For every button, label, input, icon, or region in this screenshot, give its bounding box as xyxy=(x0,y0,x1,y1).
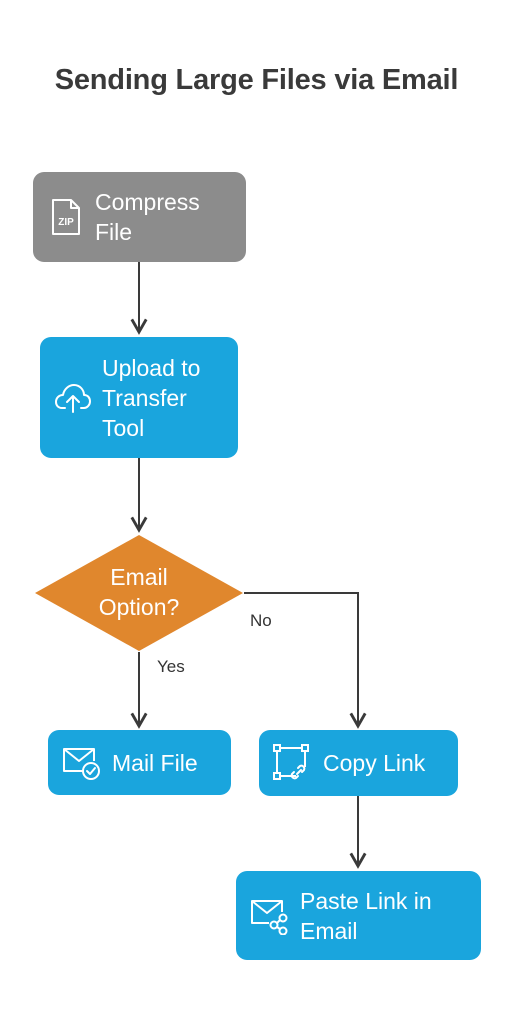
mail-file-label: Mail File xyxy=(112,749,198,776)
edge-decision-copy xyxy=(244,592,367,729)
edge-label-no: No xyxy=(250,611,272,630)
compress-file-label: Compress File xyxy=(95,189,200,245)
email-option-decision xyxy=(35,535,243,651)
mail-check-icon xyxy=(61,745,101,781)
upload-transfer-label: Upload to Transfer Tool xyxy=(102,354,201,441)
paste-link-node: Paste Link in Email xyxy=(236,871,481,960)
upload-transfer-node: Upload to Transfer Tool xyxy=(40,337,238,458)
copy-link-node: Copy Link xyxy=(259,730,458,796)
mail-share-icon xyxy=(249,897,289,935)
zip-file-icon: ZIP xyxy=(49,197,83,237)
diagram-title: Sending Large Files via Email xyxy=(54,64,459,96)
mail-file-node: Mail File xyxy=(48,730,231,795)
email-option-label: Email Option? xyxy=(98,564,180,620)
edge-label-yes: Yes xyxy=(157,657,185,676)
copy-link-label: Copy Link xyxy=(323,750,426,776)
paste-link-label: Paste Link in Email xyxy=(300,887,432,944)
svg-text:ZIP: ZIP xyxy=(58,217,74,228)
compress-file-node: ZIP Compress File xyxy=(33,172,246,262)
cloud-upload-icon xyxy=(54,382,92,414)
copy-link-icon xyxy=(272,743,312,783)
